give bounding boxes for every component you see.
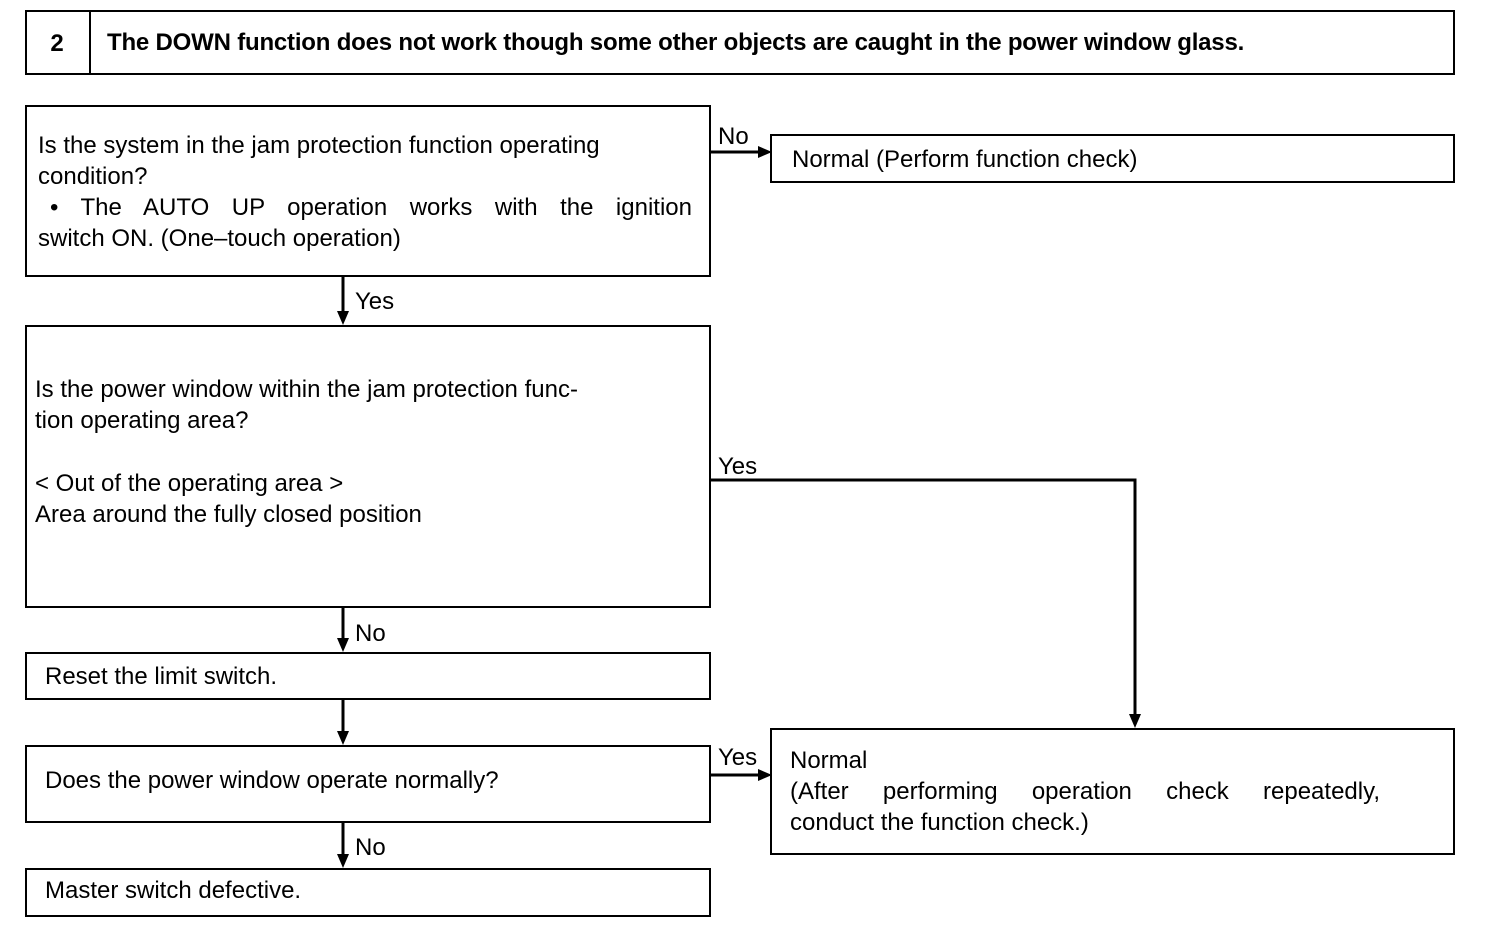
arrow-yes-2: [711, 478, 1137, 718]
edge-label-yes-2: Yes: [718, 453, 758, 480]
arrowhead-yes-2: [1129, 714, 1141, 728]
operate-normally-question-box: [25, 745, 711, 823]
jam-condition-bullet: • The AUTO UP operation works with the i…: [50, 194, 692, 221]
reset-limit-switch-box: [25, 652, 711, 700]
header-box: [25, 10, 1455, 75]
operating-area-line3: < Out of the operating area >: [35, 470, 344, 497]
operating-area-question-box: [25, 325, 711, 608]
jam-condition-line2: condition?: [38, 163, 148, 190]
edge-label-yes-3: Yes: [718, 744, 758, 771]
operating-area-line2: tion operating area?: [35, 407, 249, 434]
arrowhead-no-3: [337, 854, 349, 868]
header-divider: [89, 10, 91, 75]
header-title: The DOWN function does not work though s…: [107, 29, 1245, 56]
master-switch-defective-text: Master switch defective.: [45, 877, 302, 904]
normal-function-check-box: [770, 134, 1455, 183]
normal-after-check-line1: Normal: [790, 747, 868, 774]
normal-after-check-line3: conduct the function check.): [790, 809, 1089, 836]
jam-condition-line1: Is the system in the jam protection func…: [38, 132, 600, 159]
jam-condition-question-box: [25, 105, 711, 277]
jam-condition-bullet-cont: switch ON. (One–touch operation): [38, 225, 401, 252]
normal-after-check-line2: (After performing operation check repeat…: [790, 778, 1380, 805]
arrowhead-no-2: [337, 638, 349, 652]
operating-area-text: Is the power window within the jam prote…: [35, 374, 578, 530]
normal-function-check-text: Normal (Perform function check): [792, 146, 1138, 173]
step-number: 2: [50, 30, 64, 57]
reset-limit-switch-text: Reset the limit switch.: [45, 663, 278, 690]
edge-label-no-3: No: [355, 834, 386, 861]
edge-label-no-2: No: [355, 620, 386, 647]
operating-area-line4: Area around the fully closed position: [35, 501, 422, 528]
master-switch-defective-box: [25, 868, 711, 917]
operate-normally-text: Does the power window operate normally?: [45, 767, 499, 794]
normal-after-check-text: Normal (After performing operation check…: [790, 745, 1380, 838]
edge-label-no-1: No: [718, 123, 749, 150]
arrowhead-reset: [337, 731, 349, 745]
normal-after-check-box: [770, 728, 1455, 855]
arrowhead-no-1: [758, 146, 772, 158]
arrowhead-yes-3: [758, 769, 772, 781]
operating-area-line1: Is the power window within the jam prote…: [35, 376, 578, 403]
edge-label-yes-1: Yes: [355, 288, 395, 315]
arrowhead-yes-1: [337, 311, 349, 325]
jam-condition-text: Is the system in the jam protection func…: [38, 130, 692, 254]
